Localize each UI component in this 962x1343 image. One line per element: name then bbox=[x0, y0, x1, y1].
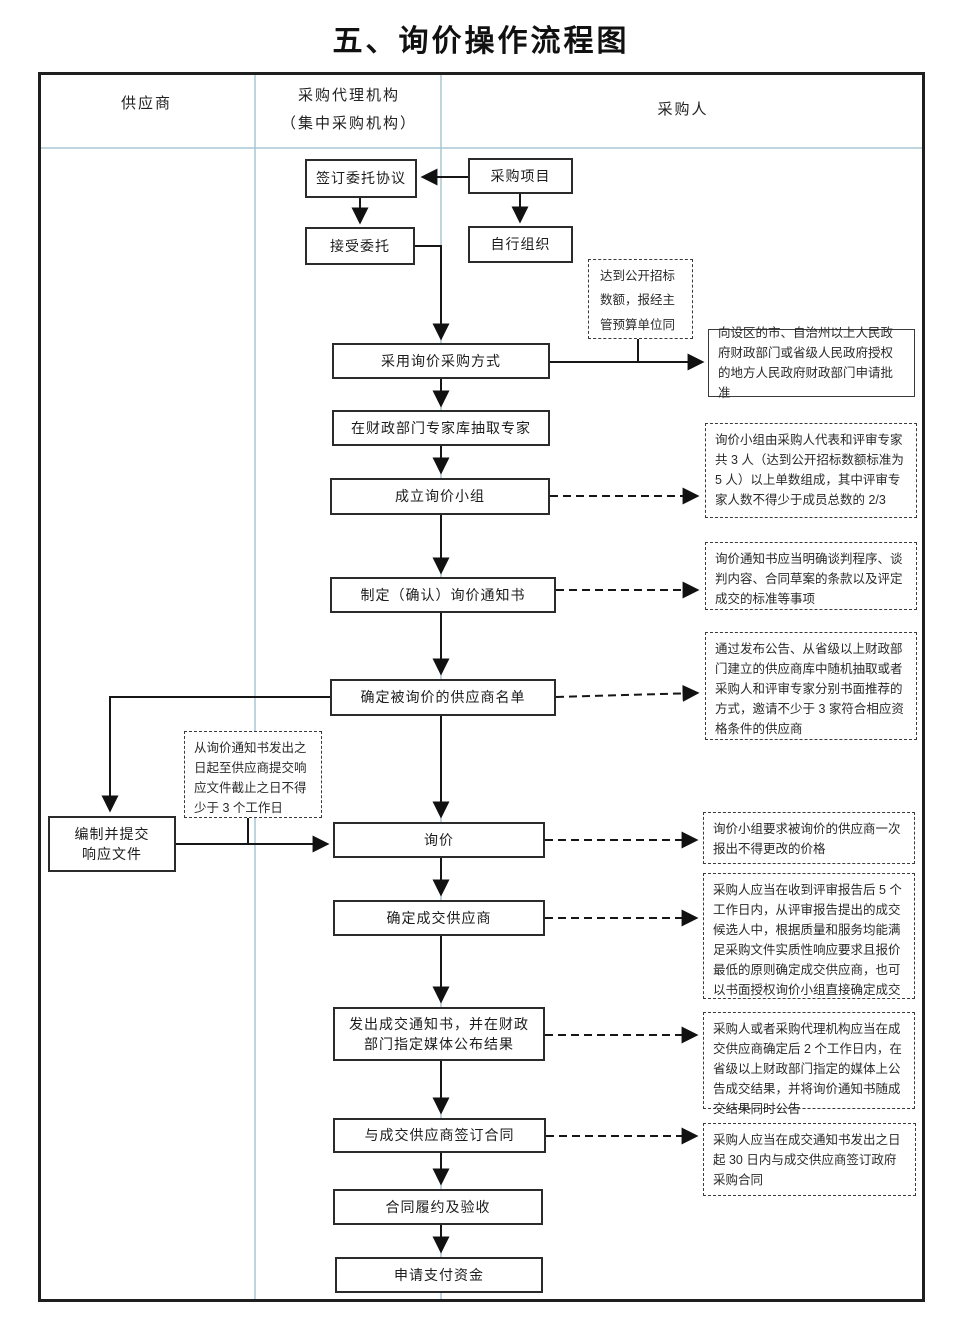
node-contract-performance: 合同履约及验收 bbox=[333, 1189, 543, 1225]
node-sign-contract: 与成交供应商签订合同 bbox=[333, 1118, 546, 1153]
note-apply-approval: 向设区的市、自治州以上人民政府财政部门或省级人民政府授权的地方人民政府财政部门申… bbox=[708, 326, 915, 400]
chart-frame bbox=[38, 72, 925, 1302]
node-adopt-inquiry-method: 采用询价采购方式 bbox=[332, 343, 550, 379]
note-winner-determination: 采购人应当在收到评审报告后 5 个工作日内，从评审报告提出的成交候选人中，根据质… bbox=[703, 873, 915, 999]
node-prepare-response-docs: 编制并提交响应文件 bbox=[48, 816, 176, 872]
note-supplier-selection: 通过发布公告、从省级以上财政部门建立的供应商库中随机抽取或者采购人和评审专家分别… bbox=[705, 632, 917, 740]
note-group-composition: 询价小组由采购人代表和评审专家共 3 人（达到公开招标数额标准为 5 人）以上单… bbox=[705, 423, 917, 518]
node-determine-winner: 确定成交供应商 bbox=[333, 900, 545, 936]
note-contract-deadline: 采购人应当在成交通知书发出之日起 30 日内与成交供应商签订政府采购合同 bbox=[703, 1123, 916, 1196]
note-response-deadline: 从询价通知书发出之日起至供应商提交响应文件截止之日不得少于 3 个工作日 bbox=[184, 731, 322, 818]
node-apply-payment: 申请支付资金 bbox=[335, 1257, 543, 1293]
node-form-inquiry-group: 成立询价小组 bbox=[330, 478, 550, 515]
node-procurement-project: 采购项目 bbox=[468, 158, 573, 194]
lane-header-supplier: 供应商 bbox=[120, 95, 172, 112]
lane-header-agency-line1: 采购代理机构 bbox=[297, 87, 400, 104]
node-issue-award-notice: 发出成交通知书，并在财政部门指定媒体公布结果 bbox=[333, 1007, 545, 1061]
node-make-inquiry-notice: 制定（确认）询价通知书 bbox=[330, 577, 556, 613]
note-one-time-quote: 询价小组要求被询价的供应商一次报出不得更改的价格 bbox=[703, 812, 915, 864]
node-sign-agreement: 签订委托协议 bbox=[305, 159, 417, 198]
note-result-announcement: 采购人或者采购代理机构应当在成交供应商确定后 2 个工作日内，在省级以上财政部门… bbox=[703, 1012, 915, 1116]
node-self-organize: 自行组织 bbox=[468, 226, 573, 263]
page-title: 五、询价操作流程图 bbox=[332, 25, 630, 58]
node-determine-supplier-list: 确定被询价的供应商名单 bbox=[330, 679, 556, 716]
note-notice-content: 询价通知书应当明确谈判程序、谈判内容、合同草案的条款以及评定成交的标准等事项 bbox=[705, 542, 917, 610]
lane-header-agency-line2: （集中采购机构） bbox=[280, 115, 417, 132]
note-open-bid-threshold: 达到公开招标数额，报经主管预算单位同 bbox=[588, 259, 693, 339]
lane-header-purchaser: 采购人 bbox=[657, 101, 709, 118]
node-extract-experts: 在财政部门专家库抽取专家 bbox=[332, 410, 550, 446]
node-inquiry: 询价 bbox=[333, 822, 545, 858]
node-accept-entrustment: 接受委托 bbox=[305, 227, 415, 265]
